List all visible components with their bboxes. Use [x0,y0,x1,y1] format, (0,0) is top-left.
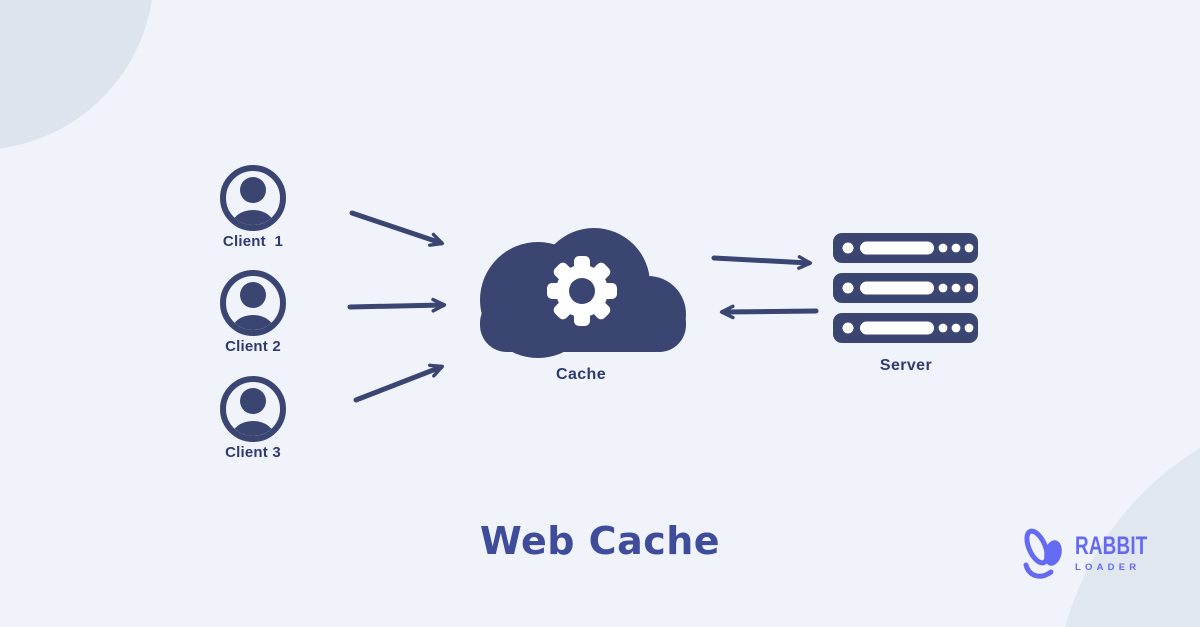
gear-icon [547,256,617,326]
rabbit-ears-icon [1023,528,1062,579]
logo-brand-sub: LOADER [1075,562,1141,573]
client-1-label: Client 1 [222,233,284,250]
diagram-title: Web Cache [479,519,721,563]
rabbitloader-logo: RABBIT LOADER [1020,526,1156,582]
arrow-client1-to-cache [349,210,445,247]
client-2-label: Client 2 [225,338,281,355]
server-stack-icon [833,233,978,343]
arrow-client2-to-cache [347,297,447,313]
client-3-label: Client 3 [225,444,281,461]
server-label: Server [879,357,933,374]
cache-label: Cache [555,366,607,383]
arrow-client3-to-cache [353,363,445,403]
arrow-server-to-cache [719,304,819,320]
arrow-cache-to-server [711,255,813,270]
logo-wordmark: RABBIT LOADER [1075,532,1156,573]
logo-brand-name: RABBIT [1075,532,1148,560]
